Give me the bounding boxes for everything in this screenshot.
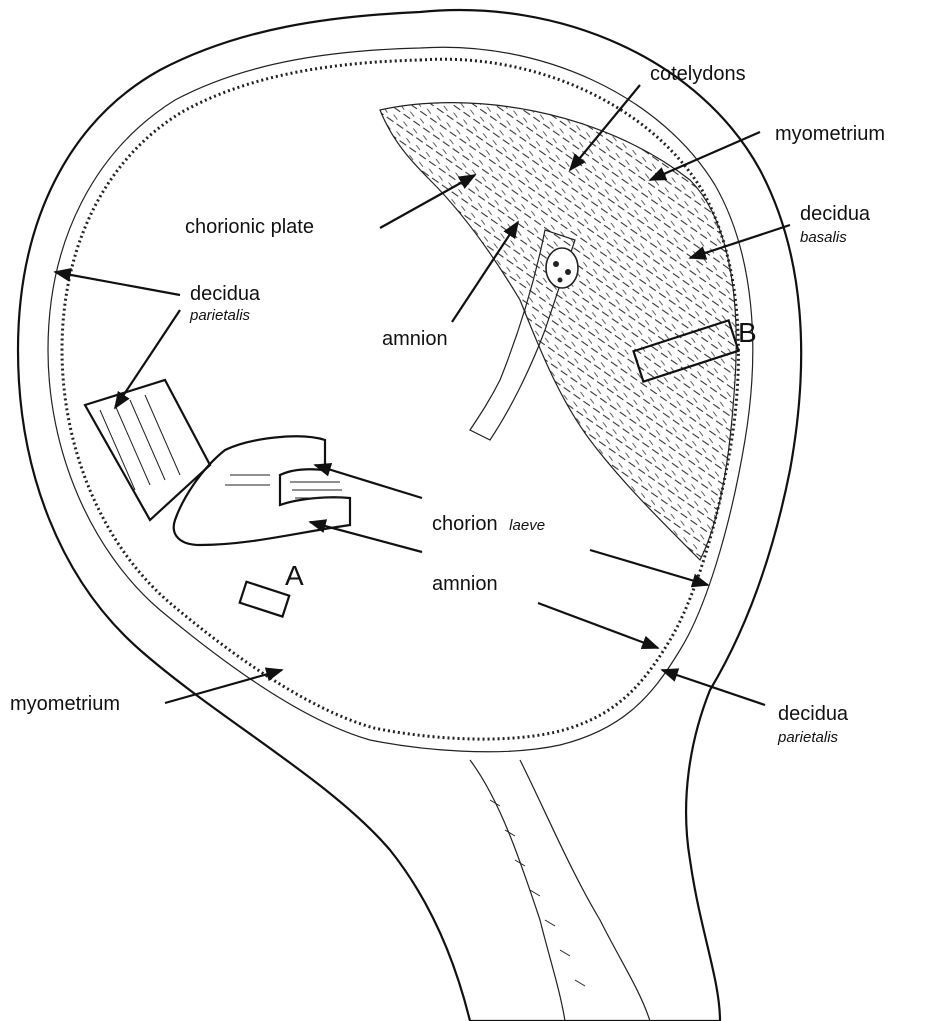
label-myometrium-top: myometrium [775,123,885,145]
label-decidua-parietalis-left-sub: parietalis [189,307,251,324]
label-chorion: chorion [432,513,498,535]
marker-a-label: A [285,560,304,591]
label-amnion-upper: amnion [382,328,448,350]
label-decidua-basalis: decidua [800,203,871,225]
label-chorionic-plate: chorionic plate [185,216,314,238]
chorion-flap [174,436,350,545]
membrane-fold [85,380,350,545]
label-decidua-parietalis-right-sub: parietalis [777,729,839,746]
label-decidua-basalis-sub: basalis [800,229,847,246]
label-decidua-parietalis-left: decidua [190,283,261,305]
label-decidua-parietalis-right: decidua [778,703,849,725]
marker-a-box [240,582,290,617]
label-chorion-sub: laeve [509,517,545,534]
label-myometrium-bottom: myometrium [10,693,120,715]
cervix [470,760,650,1021]
label-amnion-lower: amnion [432,573,498,595]
label-cotelydons: cotelydons [650,63,746,85]
marker-b-label: B [738,317,757,348]
label-chorion-laeve: chorion laeve [432,513,545,535]
